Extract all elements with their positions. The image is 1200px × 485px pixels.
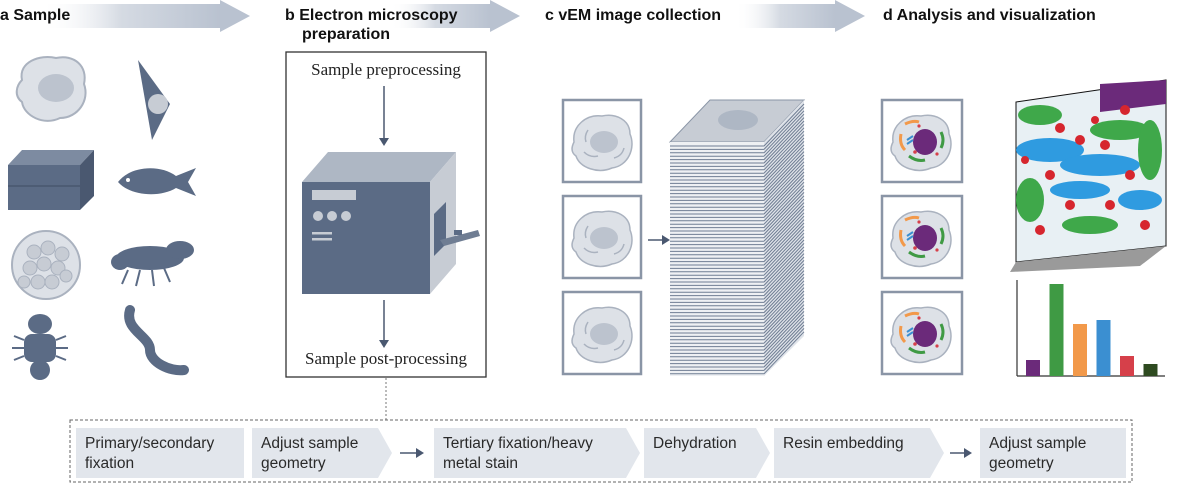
workflow-frame [69,419,1133,483]
step-shape-2 [252,428,392,478]
worm-icon [124,305,189,376]
workflow-arrow-2 [950,448,972,458]
tissue-block-icon [8,150,94,210]
down-arrow-bottom [379,300,389,348]
step-shape-3 [434,428,640,478]
em-frame-3 [561,290,643,376]
step-shape-4 [644,428,770,478]
panel-c-letter: c [545,7,554,24]
larva-icon [12,314,68,380]
chart-bar-2 [1049,284,1064,376]
em-frame-1 [561,98,643,184]
step-shape-6 [980,428,1126,478]
microtome-icon [302,152,480,294]
em-frame-2 [561,194,643,280]
preprocessing-label: Sample preprocessing [311,60,461,79]
chart-bar-6 [1143,364,1158,376]
header-arrow-a [40,0,250,32]
chart-bar-1 [1026,360,1040,376]
postprocessing-label: Sample post-processing [305,349,467,368]
chart-bar-4 [1096,320,1111,376]
step-3-line1: Tertiary fixation/heavy [443,435,593,452]
down-arrow-top [379,86,389,146]
fly-icon [111,241,194,287]
embryo-icon [11,230,81,300]
panel-a-letter: a [0,7,9,24]
fish-icon [118,168,196,196]
step-shape-5 [774,428,944,478]
workflow-step-1: Primary/secondary fixation [76,428,244,478]
workflow-step-2: Adjust sample geometry [252,428,382,478]
workflow-step-5: Resin embedding [774,428,934,478]
workflow-step-4: Dehydration [644,428,760,478]
workflow-step-3: Tertiary fixation/heavy metal stain [434,428,630,478]
prep-box-frame [285,51,487,378]
annotated-frame-2 [880,194,964,280]
header-arrow-b [390,0,520,32]
cell-icon [15,56,87,122]
step-2-line2: geometry [261,455,326,472]
header-arrow-c [735,0,865,32]
right-arrow-stack [648,235,670,245]
step-3-line2: metal stain [443,455,518,472]
panel-d-letter: d [883,7,893,24]
panel-c-header: c vEM image collection [545,6,721,25]
panel-b-letter: b [285,7,295,24]
workflow-arrow-1 [400,448,424,458]
step-1-line1: Primary/secondary [85,435,215,452]
step-2-line1: Adjust sample [261,435,359,452]
render-3d [1010,79,1167,272]
panel-d-title: Analysis and visualization [896,7,1096,24]
panel-a-header: a Sample [0,6,70,25]
chart-bars [1026,284,1158,376]
panel-d-header: d Analysis and visualization [883,6,1096,25]
chart-axes [1016,280,1165,377]
neuron-icon [138,60,170,140]
panel-b-title-line1: Electron microscopy [299,7,458,24]
chart-bar-3 [1073,324,1087,376]
step-shape-1 [76,428,244,478]
chart-bar-5 [1120,356,1134,376]
panel-b-header: b Electron microscopy preparation [285,6,458,44]
step-5-line1: Resin embedding [783,435,904,452]
step-4-line1: Dehydration [653,435,737,452]
step-1-line2: fixation [85,455,135,472]
workflow-step-6: Adjust sample geometry [980,428,1126,478]
panel-a-title: Sample [13,7,71,24]
image-stack-icon [668,99,806,376]
panel-b-title-line2: preparation [302,26,391,43]
step-6-line1: Adjust sample [989,435,1087,452]
annotated-frame-3 [880,290,964,376]
step-6-line2: geometry [989,455,1054,472]
panel-c-title: vEM image collection [558,7,722,24]
annotated-frame-1 [880,98,964,184]
